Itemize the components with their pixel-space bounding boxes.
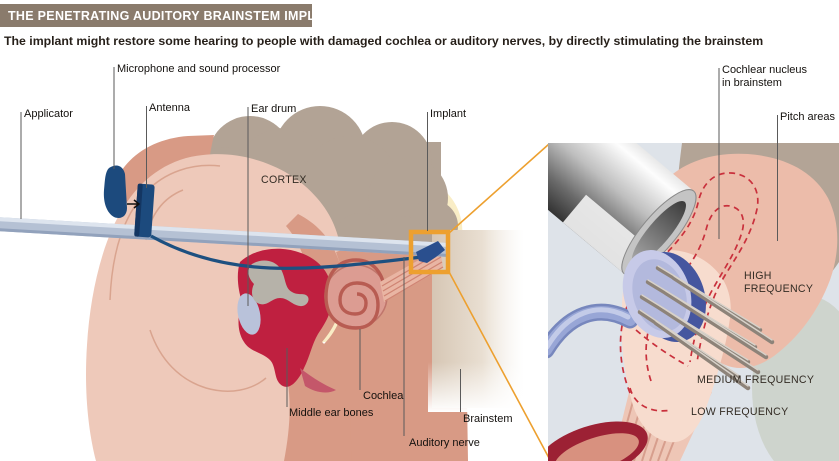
label-auditory-nerve: Auditory nerve — [409, 437, 480, 449]
label-low-frequency: LOW FREQUENCY — [691, 406, 789, 418]
label-high-frequency: HIGH FREQUENCY — [744, 270, 814, 295]
antenna-device-shape — [134, 183, 155, 238]
label-brainstem: Brainstem — [463, 413, 513, 425]
ear-anatomy-illustration — [0, 106, 550, 461]
microphone-device-shape — [103, 165, 127, 218]
subtitle: The implant might restore some hearing t… — [4, 34, 764, 48]
label-ear-drum: Ear drum — [251, 103, 297, 115]
label-cortex: CORTEX — [261, 174, 307, 186]
label-middle-ear-bones: Middle ear bones — [289, 407, 374, 419]
electrode-needles — [637, 265, 775, 391]
ear-drum-shape — [237, 293, 261, 335]
label-implant: Implant — [430, 108, 467, 120]
title-bar: THE PENETRATING AUDITORY BRAINSTEM IMPLA… — [0, 4, 342, 27]
page-title: THE PENETRATING AUDITORY BRAINSTEM IMPLA… — [8, 8, 342, 23]
label-cochlear-nucleus: Cochlear nucleus in brainstem — [722, 64, 807, 89]
electrode-cable — [548, 303, 639, 359]
label-antenna: Antenna — [149, 102, 190, 114]
zoom-connector-lines — [447, 143, 550, 459]
label-cochlea: Cochlea — [363, 390, 404, 402]
label-medium-frequency: MEDIUM FREQUENCY — [697, 374, 815, 386]
implant-closeup-panel — [548, 143, 839, 461]
signal-arrow-icon — [127, 199, 141, 209]
implant-highlight-box — [408, 229, 451, 275]
implant-shape — [416, 241, 445, 263]
label-applicator: Applicator — [24, 108, 73, 120]
middle-ear-wisp — [300, 368, 336, 393]
ossicles-shape — [248, 260, 309, 307]
cochlea-shape — [324, 258, 388, 330]
applicator-shape — [0, 217, 449, 257]
label-pitch-areas: Pitch areas — [780, 111, 836, 123]
callout-lines — [20, 67, 778, 436]
label-microphone: Microphone and sound processor — [117, 63, 281, 75]
implant-wire — [150, 234, 431, 270]
vessel-shape — [548, 421, 648, 461]
brainstem-fade — [428, 362, 528, 412]
